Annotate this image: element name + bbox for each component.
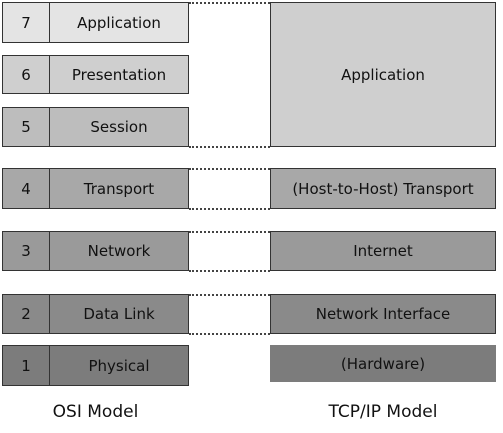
connector-line [189, 146, 270, 148]
connector-line [189, 333, 270, 335]
osi-layer-number: 1 [3, 346, 50, 385]
osi-layer-name: Physical [88, 356, 150, 375]
osi-layer-3: 3 Network [2, 231, 189, 271]
tcpip-layer-application: Application [270, 2, 496, 147]
tcpip-layer-name: (Hardware) [340, 354, 426, 373]
osi-layer-name: Network [87, 242, 151, 260]
connector-line [189, 294, 270, 296]
tcpip-layer-transport: (Host-to-Host) Transport [270, 168, 496, 209]
osi-layer-name: Transport [83, 179, 155, 198]
osi-layer-name: Session [90, 118, 148, 136]
osi-layer-1: 1 Physical [2, 345, 189, 386]
osi-layer-number: 2 [3, 295, 50, 333]
osi-model-caption: OSI Model [52, 402, 139, 422]
connector-line [189, 2, 270, 4]
osi-layer-number: 6 [3, 56, 50, 93]
osi-layer-7: 7 Application [2, 2, 189, 43]
tcpip-model-caption: TCP/IP Model [328, 402, 438, 422]
osi-layer-6: 6 Presentation [2, 55, 189, 94]
osi-layer-name: Presentation [71, 65, 167, 84]
connector-line [189, 168, 270, 170]
tcpip-layer-name: Network Interface [315, 305, 451, 323]
tcpip-layer-name: (Host-to-Host) Transport [292, 179, 474, 198]
osi-layer-4: 4 Transport [2, 168, 189, 209]
tcpip-layer-internet: Internet [270, 231, 496, 271]
connector-line [189, 231, 270, 233]
osi-layer-5: 5 Session [2, 107, 189, 147]
osi-layer-number: 7 [3, 3, 50, 42]
osi-layer-name: Data Link [83, 305, 155, 323]
osi-layer-number: 5 [3, 108, 50, 146]
tcpip-layer-name: Application [341, 65, 425, 84]
osi-layer-number: 4 [3, 169, 50, 208]
osi-layer-name: Application [77, 13, 161, 32]
connector-line [189, 270, 270, 272]
tcpip-layer-network-interface: Network Interface [270, 294, 496, 334]
tcpip-layer-hardware: (Hardware) [270, 345, 496, 382]
osi-layer-2: 2 Data Link [2, 294, 189, 334]
connector-line [189, 208, 270, 210]
tcpip-layer-name: Internet [353, 242, 413, 260]
osi-layer-number: 3 [3, 232, 50, 270]
